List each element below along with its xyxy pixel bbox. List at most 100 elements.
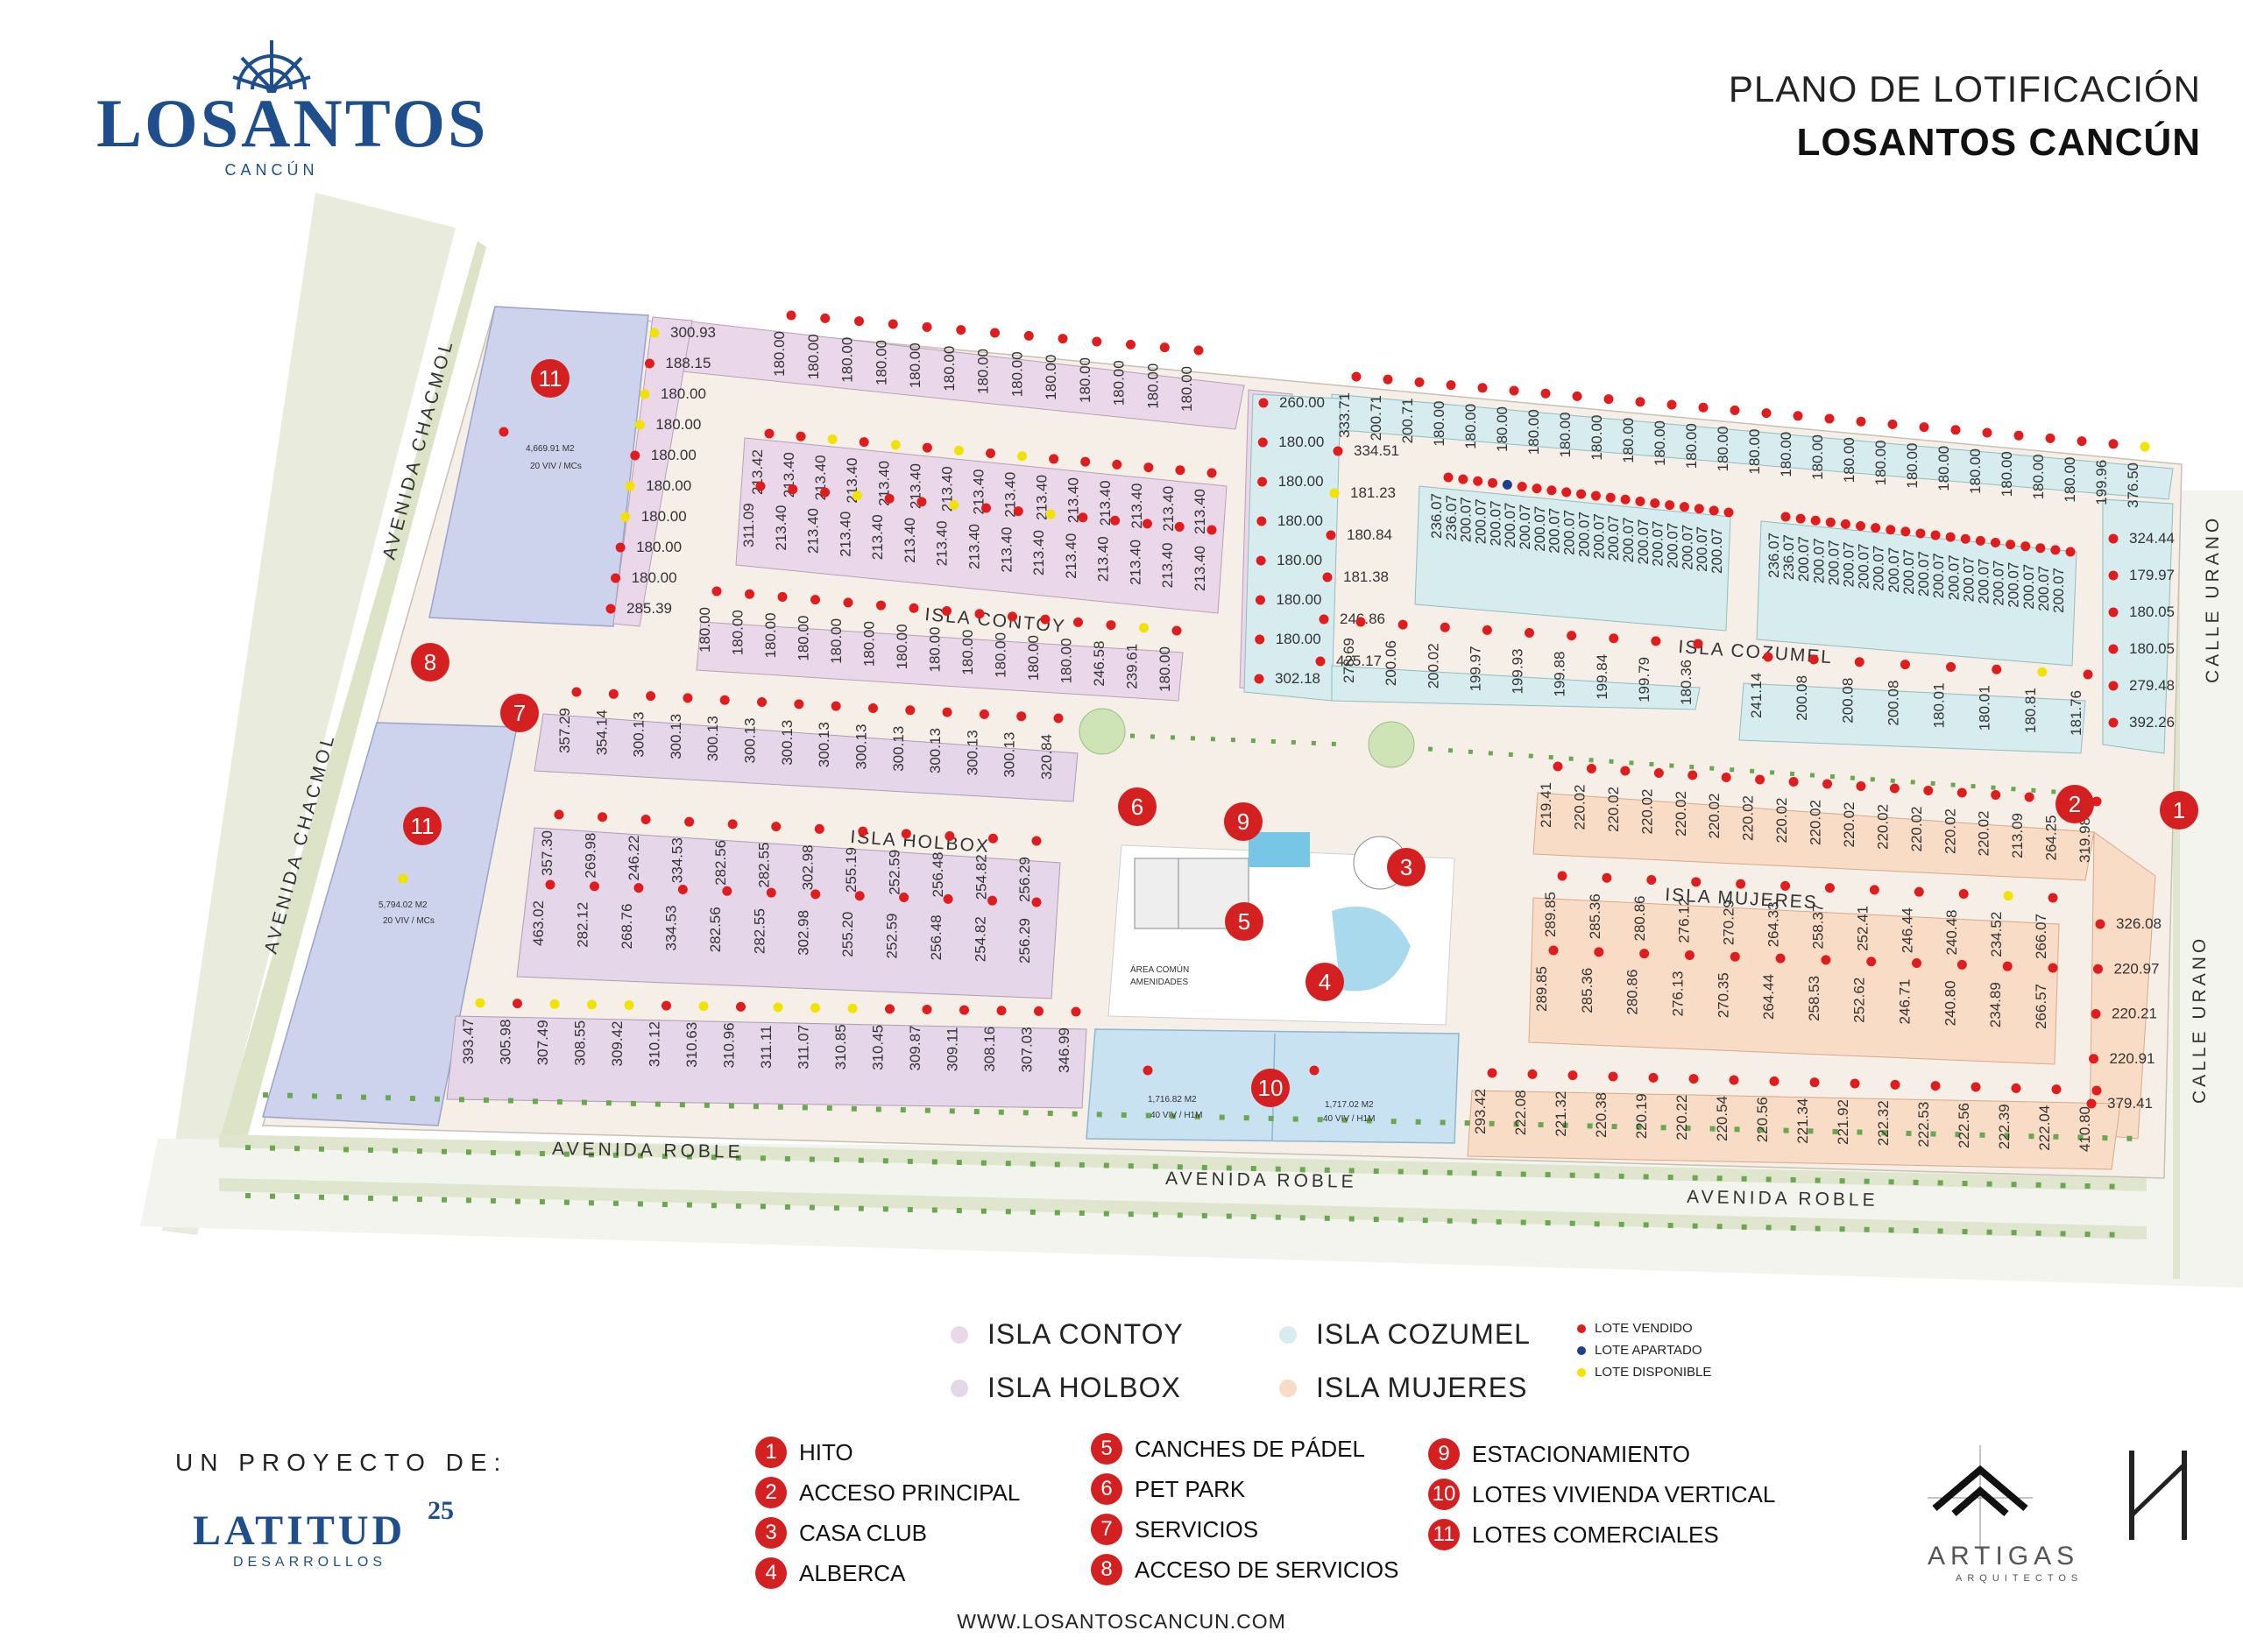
lot-status-dot[interactable]: [1930, 530, 1941, 540]
lot-status-dot[interactable]: [1502, 479, 1512, 490]
map-marker-1[interactable]: 1: [2160, 791, 2198, 830]
lot-status-dot[interactable]: [820, 487, 831, 498]
lot-status-dot[interactable]: [1255, 634, 1265, 645]
lot-status-dot[interactable]: [852, 491, 862, 501]
lot-status-dot[interactable]: [1092, 336, 1102, 347]
lot-status-dot[interactable]: [1326, 530, 1336, 540]
lot-status-dot[interactable]: [943, 893, 953, 904]
lot-status-dot[interactable]: [773, 1002, 783, 1013]
lot-status-dot[interactable]: [719, 695, 730, 705]
lot-status-dot[interactable]: [649, 328, 660, 338]
lot-status-dot[interactable]: [1956, 959, 1967, 970]
lot-status-dot[interactable]: [571, 687, 582, 697]
lot-status-dot[interactable]: [1730, 405, 1740, 415]
lot-status-dot[interactable]: [736, 1001, 746, 1012]
lot-status-dot[interactable]: [777, 591, 788, 602]
lot-status-dot[interactable]: [1008, 611, 1017, 622]
map-marker-7[interactable]: 7: [500, 694, 539, 732]
lot-status-dot[interactable]: [2045, 433, 2055, 443]
lot-status-dot[interactable]: [1900, 660, 1910, 670]
lot-status-dot[interactable]: [1646, 875, 1657, 886]
lot-status-dot[interactable]: [1780, 512, 1791, 522]
lot-status-dot[interactable]: [1333, 446, 1343, 456]
lot-status-dot[interactable]: [1329, 488, 1340, 498]
lot-status-dot[interactable]: [1045, 509, 1056, 519]
lot-status-dot[interactable]: [1788, 777, 1799, 787]
lot-status-dot[interactable]: [2003, 891, 2013, 901]
lot-status-dot[interactable]: [1871, 523, 1881, 533]
lot-status-dot[interactable]: [885, 1004, 895, 1014]
lot-status-dot[interactable]: [1258, 398, 1269, 408]
lot-status-dot[interactable]: [1729, 1075, 1739, 1085]
lot-status-dot[interactable]: [1319, 614, 1329, 625]
lot-status-dot[interactable]: [942, 606, 952, 616]
lot-status-dot[interactable]: [1159, 342, 1170, 353]
lot-status-dot[interactable]: [2065, 547, 2076, 557]
lot-status-dot[interactable]: [1473, 476, 1483, 486]
lot-status-dot[interactable]: [1355, 617, 1366, 627]
lot-status-dot[interactable]: [615, 542, 626, 553]
lot-status-dot[interactable]: [1256, 555, 1266, 566]
lot-status-dot[interactable]: [1982, 427, 1992, 438]
lot-status-dot[interactable]: [634, 420, 645, 430]
lot-status-dot[interactable]: [1960, 533, 1971, 544]
lot-status-dot[interactable]: [1780, 880, 1791, 891]
lot-status-dot[interactable]: [2108, 607, 2119, 618]
lot-status-dot[interactable]: [1694, 504, 1704, 514]
lot-status-dot[interactable]: [1856, 781, 1866, 791]
lot-status-dot[interactable]: [1635, 496, 1645, 506]
lot-status-dot[interactable]: [745, 589, 754, 599]
lot-status-dot[interactable]: [814, 823, 824, 834]
lot-status-dot[interactable]: [1576, 489, 1587, 499]
lot-status-dot[interactable]: [1174, 521, 1185, 532]
lot-status-dot[interactable]: [757, 697, 768, 708]
lot-status-dot[interactable]: [2083, 669, 2093, 680]
lot-status-dot[interactable]: [589, 881, 599, 892]
lot-status-dot[interactable]: [1650, 498, 1660, 508]
lot-status-dot[interactable]: [755, 481, 766, 491]
lot-status-dot[interactable]: [1525, 628, 1534, 638]
lot-status-dot[interactable]: [986, 448, 995, 458]
lot-status-dot[interactable]: [1023, 330, 1034, 341]
lot-status-dot[interactable]: [2037, 667, 2048, 677]
lot-status-dot[interactable]: [1653, 768, 1664, 778]
lot-status-dot[interactable]: [1856, 416, 1866, 427]
lot-status-dot[interactable]: [1206, 525, 1217, 535]
lot-status-dot[interactable]: [1143, 462, 1154, 473]
lot-status-dot[interactable]: [987, 833, 998, 844]
lot-status-dot[interactable]: [916, 497, 927, 507]
lot-status-dot[interactable]: [831, 701, 841, 711]
lot-status-dot[interactable]: [646, 691, 656, 702]
lot-status-dot[interactable]: [1254, 674, 1264, 684]
lot-status-dot[interactable]: [905, 705, 916, 716]
lot-status-dot[interactable]: [1736, 879, 1746, 889]
lot-status-dot[interactable]: [956, 325, 966, 335]
lot-status-dot[interactable]: [1383, 374, 1393, 385]
lot-status-dot[interactable]: [1971, 1082, 1981, 1092]
lot-status-dot[interactable]: [1620, 766, 1631, 776]
lot-status-dot[interactable]: [2089, 1054, 2098, 1064]
lot-status-dot[interactable]: [545, 879, 555, 890]
lot-status-dot[interactable]: [1825, 517, 1836, 527]
lot-status-dot[interactable]: [1956, 787, 1967, 798]
lot-status-dot[interactable]: [1034, 1006, 1044, 1016]
lot-status-dot[interactable]: [810, 595, 820, 605]
lot-status-dot[interactable]: [1586, 764, 1596, 773]
lot-status-dot[interactable]: [1693, 639, 1703, 649]
lot-status-dot[interactable]: [2002, 961, 2013, 971]
lot-status-dot[interactable]: [1567, 631, 1577, 641]
lot-status-dot[interactable]: [633, 883, 644, 893]
lot-status-dot[interactable]: [1548, 945, 1559, 956]
lot-status-dot[interactable]: [1869, 885, 1879, 895]
lot-status-dot[interactable]: [1991, 790, 2001, 800]
lot-status-dot[interactable]: [1958, 888, 1969, 899]
lot-status-dot[interactable]: [475, 998, 485, 1008]
lot-status-dot[interactable]: [1919, 422, 1929, 433]
lot-status-dot[interactable]: [2108, 681, 2119, 691]
lot-status-dot[interactable]: [2108, 439, 2119, 449]
lot-status-dot[interactable]: [942, 707, 952, 717]
lot-status-dot[interactable]: [1609, 633, 1619, 644]
lot-status-dot[interactable]: [810, 1003, 820, 1013]
lot-status-dot[interactable]: [987, 895, 998, 906]
lot-status-dot[interactable]: [1016, 711, 1027, 722]
